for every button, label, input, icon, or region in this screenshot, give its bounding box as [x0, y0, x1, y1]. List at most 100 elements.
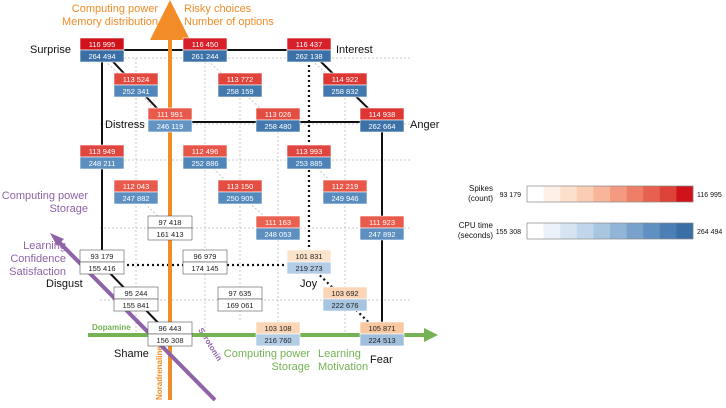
- node-shame: 96 443 156 308: [147, 321, 193, 347]
- node-cpu-value: 262 664: [368, 122, 395, 131]
- legend-spikes-title: Spikes: [469, 184, 493, 193]
- node-spikes-value: 96 443: [159, 324, 182, 333]
- node-cpu-value: 258 480: [264, 122, 291, 131]
- node-cpu-cell: [147, 333, 193, 347]
- legend-spikes-swatch: [643, 186, 661, 202]
- node-cpu-cell: [359, 333, 405, 347]
- node-cpu-cell: [255, 227, 301, 241]
- legend-spikes-swatch: [610, 186, 627, 202]
- noradrenaline-top-right-label-1: Risky choices: [184, 3, 252, 15]
- node-r5-mid: 113 150 250 905: [217, 179, 263, 205]
- node-spikes-value: 113 949: [89, 147, 116, 156]
- node-spikes-value: 95 244: [125, 289, 148, 298]
- node-cpu-cell: [182, 156, 228, 170]
- emotion-interest: Interest: [336, 44, 373, 56]
- node-cpu-value: 155 841: [122, 301, 149, 310]
- node-cpu-cell: [182, 49, 228, 63]
- node-spikes-value: 113 524: [123, 75, 150, 84]
- node-spikes-value: 112 219: [332, 182, 359, 191]
- emotion-distress: Distress: [105, 119, 145, 131]
- dopamine-right-label-1: Learning: [318, 348, 361, 360]
- node-spikes-value: 116 437: [296, 40, 323, 49]
- node-cpu-cell: [217, 298, 263, 312]
- node-cpu-cell: [113, 298, 159, 312]
- node-cpu-value: 161 413: [156, 230, 183, 239]
- node-cpu-value: 247 892: [368, 230, 395, 239]
- node-cpu-value: 252 341: [122, 87, 149, 96]
- node-cpu-cell: [217, 84, 263, 98]
- node-cpu-value: 155 416: [88, 264, 115, 273]
- node-spikes-value: 105 871: [368, 324, 395, 333]
- node-cpu-value: 219 273: [295, 264, 322, 273]
- emotion-anger: Anger: [410, 119, 440, 131]
- serotonin-lower-label-2: Confidence: [10, 253, 66, 265]
- node-spikes-value: 113 772: [227, 75, 254, 84]
- node-spikes-value: 113 026: [265, 110, 292, 119]
- node-cpu-cell: [79, 261, 125, 275]
- node-r6-right: 111 923 247 892: [359, 215, 405, 241]
- node-cpu-value: 250 905: [226, 194, 253, 203]
- legend-spikes-swatch: [543, 186, 561, 202]
- node-cpu-value: 253 885: [295, 159, 322, 168]
- legend-spikes-swatch: [527, 186, 544, 202]
- emotion-shame: Shame: [114, 348, 149, 360]
- node-cpu-value: 246 119: [157, 122, 184, 131]
- node-spikes-value: 112 496: [192, 147, 219, 156]
- node-cpu-cell: [79, 156, 125, 170]
- node-cpu-value: 156 308: [156, 336, 183, 345]
- serotonin-lower-label-1: Learning: [23, 240, 66, 252]
- node-cpu-value: 248 053: [264, 230, 291, 239]
- node-r2-left: 113 524 252 341: [113, 72, 159, 98]
- node-cpu-cell: [113, 191, 159, 205]
- node-r5-left: 112 043 247 882: [113, 179, 159, 205]
- legend-spikes-swatch: [576, 186, 594, 202]
- legend-cpu-swatch: [560, 223, 578, 239]
- legend-cpu-swatch: [543, 223, 561, 239]
- legend-cpu-subtitle: (seconds): [458, 231, 493, 240]
- node-cpu-cell: [322, 191, 368, 205]
- node-cpu-value: 258 159: [226, 87, 253, 96]
- node-interest: 116 437 262 138: [286, 37, 332, 63]
- legend-cpu-swatch: [593, 223, 611, 239]
- legend-spikes-colorbar: [526, 185, 694, 203]
- noradrenaline-top-right-label-2: Number of options: [184, 16, 274, 28]
- node-spikes-value: 96 979: [194, 252, 217, 261]
- node-cpu-value: 258 832: [331, 87, 358, 96]
- node-spikes-value: 111 923: [369, 218, 395, 227]
- legend-cpu-swatch: [676, 223, 694, 239]
- node-cpu-value: 249 946: [331, 194, 358, 203]
- node-cpu-value: 262 138: [295, 52, 322, 61]
- node-cpu-cell: [113, 84, 159, 98]
- legend-spikes-min: 93 179: [500, 192, 522, 199]
- serotonin-lower-label-3: Satisfaction: [9, 266, 66, 278]
- legend-cpu-swatch: [527, 223, 544, 239]
- node-spikes-value: 101 831: [295, 252, 322, 261]
- node-spikes-value: 113 150: [227, 182, 254, 191]
- legend-cpu-swatch: [626, 223, 644, 239]
- legend-spikes-swatch: [676, 186, 694, 202]
- legend-cpu-max: 264 494: [697, 229, 722, 236]
- dopamine-left-label-1: Computing power: [224, 348, 311, 360]
- node-spikes-value: 112 043: [123, 182, 150, 191]
- node-cpu-cell: [322, 84, 368, 98]
- noradrenaline-top-label-2: Memory distribution: [62, 16, 158, 28]
- node-spikes-value: 114 922: [332, 75, 359, 84]
- emotion-fear: Fear: [370, 354, 393, 366]
- node-cpu-cell: [217, 191, 263, 205]
- legend-cpu-border: [526, 222, 694, 240]
- node-cpu-value: 247 882: [122, 194, 149, 203]
- node-cpu-value: 169 061: [226, 301, 253, 310]
- node-cpu-value: 216 760: [264, 336, 291, 345]
- node-spikes-value: 113 993: [296, 147, 323, 156]
- noradrenaline-axis: Noradrenaline Computing power Memory dis…: [62, 0, 274, 400]
